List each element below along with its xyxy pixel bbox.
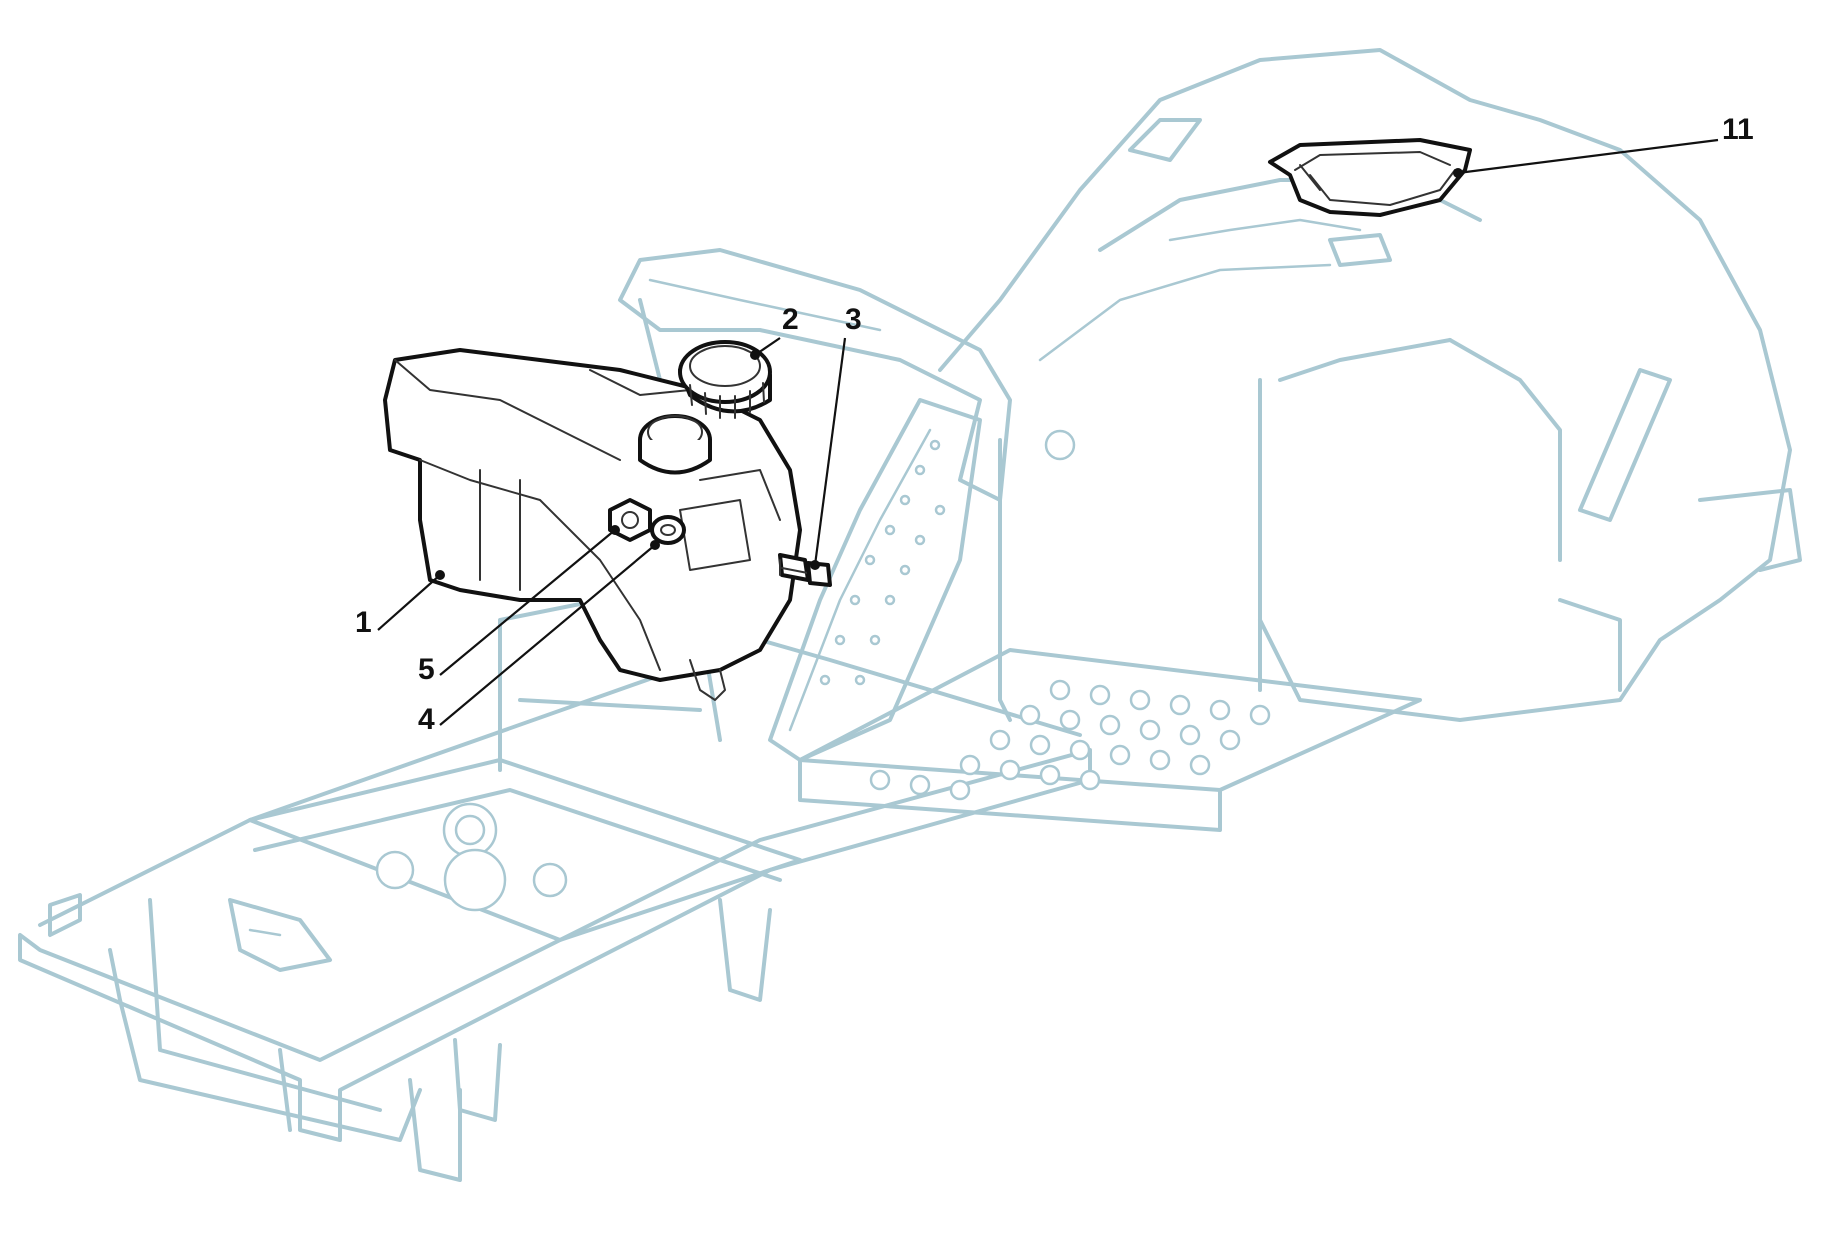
callout-2: 2 [782, 303, 799, 336]
callout-11: 11 [1722, 113, 1754, 146]
callout-1: 1 [355, 606, 372, 639]
callout-5: 5 [418, 653, 435, 686]
fuel-cap-part-2 [678, 340, 772, 419]
tray-part-11 [1268, 138, 1472, 217]
lattice-holes [819, 439, 946, 686]
footboard-holes [869, 679, 1271, 801]
callout-4: 4 [418, 703, 435, 736]
chassis-frame [18, 48, 1802, 1182]
washer-part-4 [650, 515, 686, 545]
callout-3: 3 [845, 303, 862, 336]
leader-lines [377, 138, 1719, 726]
bolt-part-3 [778, 553, 832, 587]
filler-neck [638, 414, 712, 475]
